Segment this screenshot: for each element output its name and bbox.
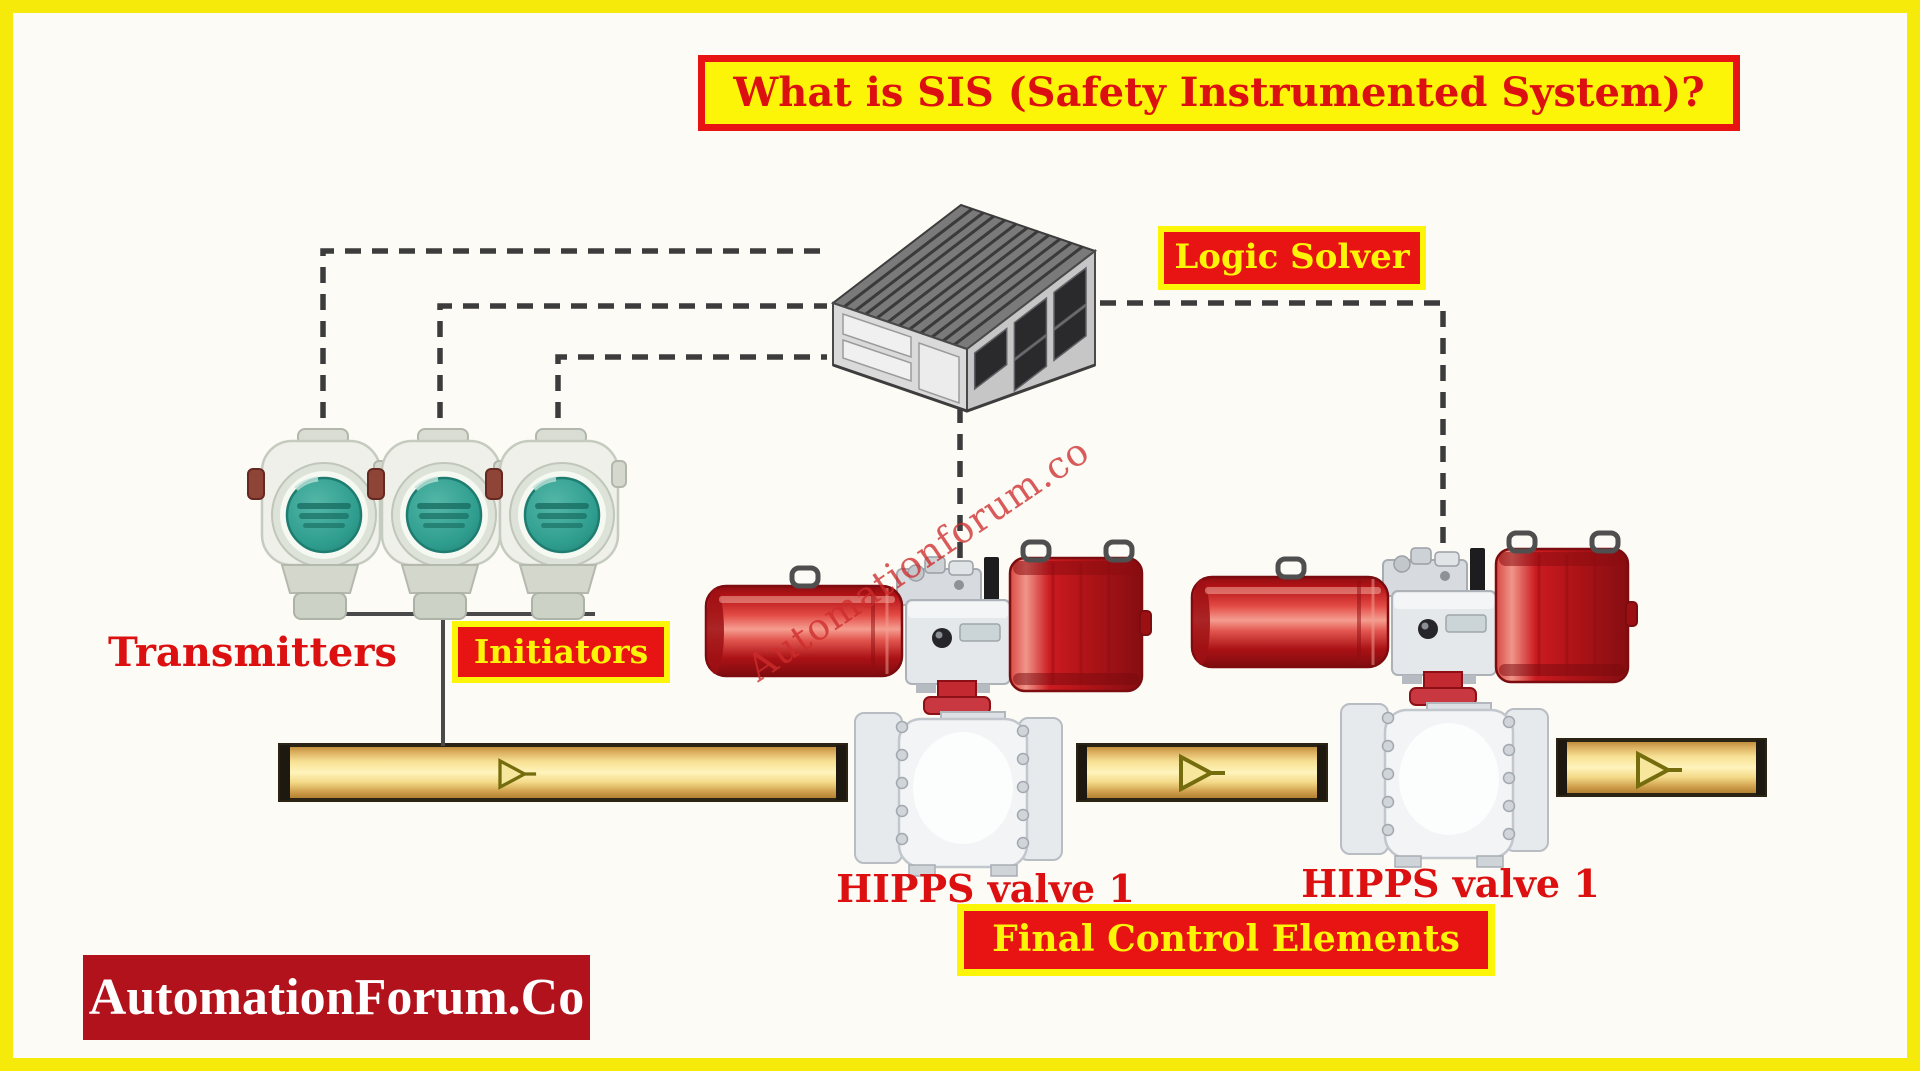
- transmitter-1: [248, 429, 388, 619]
- hipps-valve-left-label: HIPPS valve 1: [836, 866, 1135, 911]
- transmitters-label: Transmitters: [108, 629, 397, 676]
- diagram-canvas: [13, 203, 1767, 1071]
- hipps-valve-left: [706, 542, 1151, 876]
- pipeline-left: [278, 743, 848, 802]
- signal-lines: [320, 248, 1446, 559]
- signal-line-transmitter-1: [320, 248, 827, 445]
- page-title: What is SIS (Safety Instrumented System)…: [698, 55, 1740, 131]
- transmitter-2: [368, 429, 508, 619]
- signal-line-valve-2: [1100, 300, 1446, 559]
- logic-solver-label: Logic Solver: [1158, 226, 1426, 290]
- hipps-valve-right: [1192, 533, 1637, 867]
- logic-solver-plc: [830, 203, 1098, 413]
- initiators-label: Initiators: [452, 621, 670, 683]
- signal-line-transmitter-2: [437, 303, 827, 445]
- transmitter-3: [486, 429, 626, 619]
- signal-line-transmitter-3: [555, 354, 827, 445]
- automationforum-logo: AutomationForum.Co: [83, 955, 590, 1040]
- hipps-valve-right-label: HIPPS valve 1: [1301, 861, 1600, 906]
- final-control-elements-label: Final Control Elements: [957, 904, 1495, 976]
